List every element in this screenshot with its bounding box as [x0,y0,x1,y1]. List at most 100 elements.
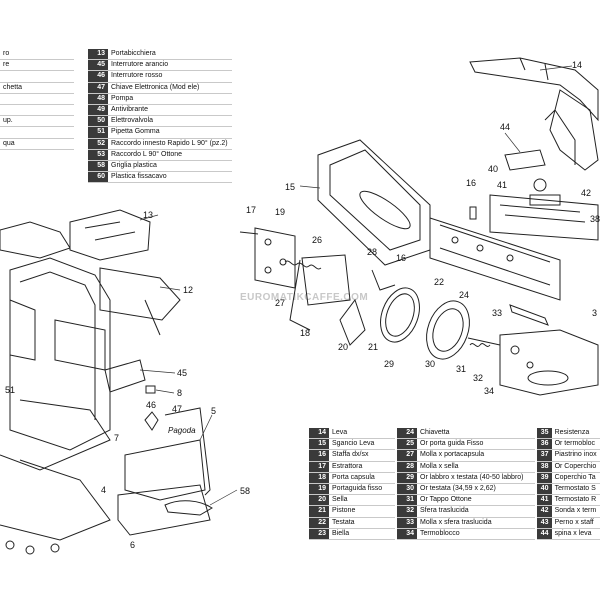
part-piston-head-rings [339,269,470,360]
legend-label: Termostato S [551,483,600,496]
callout-label: 47 [172,404,182,414]
callout-label: 33 [492,308,502,318]
legend-label: Termostato R [551,494,600,507]
legend-label: Raccordo innesto Rapido L 90° (pz.2) [108,138,232,150]
legend-label: Pistone [329,505,395,518]
legend-row: chetta [0,82,74,94]
legend-number: 42 [537,505,552,518]
legend-label: Pipetta Gomma [108,126,232,139]
legend-label: Or termobloc [551,438,600,451]
callout-label: 17 [246,205,256,215]
legend-number: 39 [537,472,552,484]
part-thermoblock [467,304,599,396]
legend-label: Raccordo L 90° Ottone [108,149,232,161]
legend-number: 41 [537,494,552,507]
legend-number: 40 [537,483,552,496]
legend-label: Or labbro x testata (40-50 labbro) [417,472,535,484]
legend-number: 20 [309,494,329,507]
legend-number: 31 [397,494,417,507]
part-fixed-guide-holder [239,227,351,331]
legend-number: 48 [88,93,108,105]
callout-label: 21 [368,342,378,352]
legend-label [0,126,74,139]
legend-number: 16 [309,449,329,462]
legend-label: Leva [329,428,395,440]
part-thermostat-assembly [489,149,599,241]
legend-number: 22 [309,517,329,529]
legend-row: qua [0,138,74,150]
legend-label [0,70,74,83]
legend-label: Pompa [108,93,232,105]
legend-label: re [0,59,74,72]
legend-label: Interrutore rosso [108,70,232,83]
legend-row [0,104,74,117]
callout-label: 24 [459,290,469,300]
callout-label: 42 [581,188,591,198]
legend-label: Elettrovalvola [108,115,232,128]
legend-number: 45 [88,59,108,72]
legend-label: Interrutore arancio [108,59,232,72]
callout-label: 58 [240,486,250,496]
legend-label: Or testata (34,59 x 2,62) [417,483,535,496]
legend-number: 36 [537,438,552,451]
callout-label: 27 [275,298,285,308]
callout-label: 12 [183,285,193,295]
legend-row [0,126,74,139]
legend-number: 53 [88,149,108,161]
legend-label: Staffa dx/sx [329,449,395,462]
legend-label: Molla x portacapsula [417,449,535,462]
callout-label: 44 [500,122,510,132]
legend-number: 51 [88,126,108,139]
brand-logo-text: Pagoda [168,426,196,435]
callout-label: 8 [177,388,182,398]
legend-number: 38 [537,461,552,473]
callout-label: 14 [572,60,582,70]
legend-number: 50 [88,115,108,128]
legend-label: chetta [0,82,74,94]
leader-lines [139,65,573,506]
legend-label: Chiavetta [417,428,535,440]
legend-label: Plastica fissacavo [108,171,232,184]
legend-label: Or Coperchio [551,461,600,473]
legend-number: 58 [88,160,108,173]
callout-label: 41 [497,180,507,190]
callout-label: 31 [456,364,466,374]
legend-label: Coperchio Ta [551,472,600,484]
legend-label [0,93,74,105]
callout-label: 18 [300,328,310,338]
legend-label: Or porta guida Fisso [417,438,535,451]
part-machine-body [0,209,181,555]
legend-label: Antivibrante [108,104,232,117]
callout-label: 6 [130,540,135,550]
legend-number: 15 [309,438,329,451]
legend-number: 35 [537,428,552,440]
watermark: EUROMATIKCAFFE.COM [240,292,369,303]
legend-label [0,104,74,117]
legend-number: 49 [88,104,108,117]
callout-label: 19 [275,207,285,217]
legend-row: up. [0,115,74,128]
legend-label: Estrattora [329,461,395,473]
callout-label: 28 [367,247,377,257]
